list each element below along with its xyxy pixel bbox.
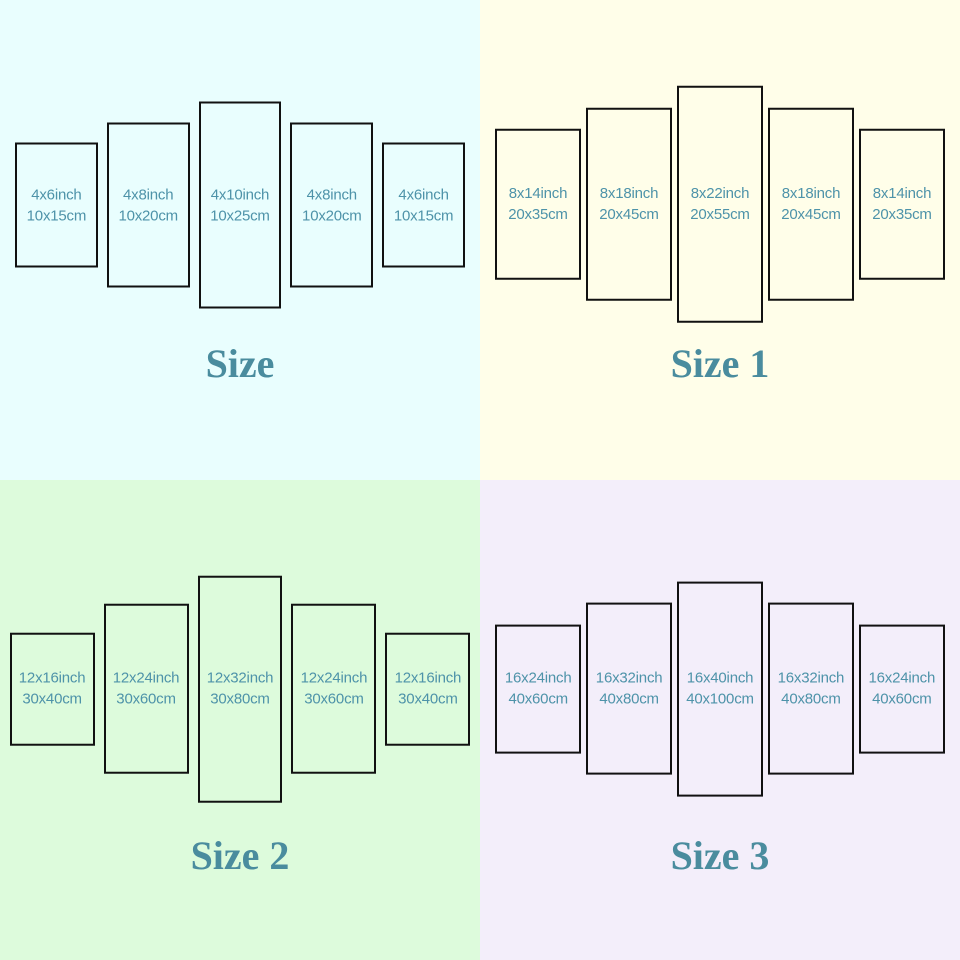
panel-size-label: 4x8inch 10x20cm [118, 184, 178, 226]
size-chart-title: Size 2 [190, 833, 290, 878]
panel-size-inch-label: 12x16inch [394, 669, 462, 687]
panel-size-inch-label: 16x40inch [686, 669, 754, 687]
panel-size-cm-label: 20x45cm [781, 206, 841, 223]
panel-size-label: 12x24inch 30x60cm [301, 668, 368, 710]
panel-size-cm-label: 10x25cm [210, 207, 270, 224]
canvas-panel: 12x24inch 30x60cm [103, 604, 189, 774]
panel-size-label: 12x16inch 30x40cm [19, 668, 86, 710]
size-chart-title: Size [205, 341, 275, 386]
panel-size-cm-label: 30x40cm [398, 690, 458, 708]
panel-size-inch-label: 8x14inch [872, 185, 932, 202]
canvas-panel: 8x14inch 20x35cm [495, 128, 581, 280]
canvas-panel: 16x24inch 40x60cm [858, 624, 945, 754]
panel-size-label: 4x6inch 10x15cm [26, 184, 87, 226]
panel-size-inch-label: 4x6inch [31, 186, 82, 203]
canvas-panel: 12x16inch 30x40cm [9, 632, 95, 746]
size-chart-title: Size 1 [670, 341, 770, 386]
size-chart-title: Size 3 [670, 833, 770, 878]
panel-size-cm-label: 40x60cm [872, 690, 932, 708]
panel-size-cm-label: 30x80cm [210, 690, 270, 708]
panel-size-inch-label: 16x32inch [777, 669, 845, 687]
panel-size-inch-label: 16x24inch [504, 669, 572, 687]
panel-size-cm-label: 40x80cm [781, 690, 841, 708]
panel-size-cm-label: 10x20cm [118, 207, 178, 224]
canvas-panel: 8x14inch 20x35cm [859, 128, 945, 280]
panel-size-label: 12x24inch 30x60cm [113, 668, 180, 710]
panel-size-cm-label: 40x100cm [686, 690, 754, 708]
panel-size-cm-label: 20x35cm [872, 206, 932, 223]
panel-size-label: 12x16inch 30x40cm [395, 668, 462, 710]
panel-size-label: 16x32inch 40x80cm [596, 668, 663, 710]
quadrant-size-2: 12x16inch 30x40cm 12x24inch 30x60cm 12x32inc… [0, 480, 480, 960]
panel-size-inch-label: 16x24inch [868, 669, 936, 687]
panel-size-inch-label: 12x24inch [300, 669, 368, 687]
panel-size-inch-label: 16x32inch [595, 669, 663, 687]
panel-size-inch-label: 4x10inch [210, 186, 270, 203]
panel-size-cm-label: 30x60cm [304, 690, 364, 708]
canvas-panel: 16x32inch 40x80cm [767, 603, 854, 775]
panel-size-inch-label: 12x16inch [18, 669, 86, 687]
canvas-panel: 4x8inch 10x20cm [290, 122, 374, 288]
canvas-panel: 4x10inch 10x25cm [198, 101, 282, 309]
canvas-panel: 12x16inch 30x40cm [385, 632, 471, 746]
panel-size-inch-label: 8x22inch [690, 185, 750, 202]
panel-size-cm-label: 40x60cm [508, 690, 568, 708]
panel-size-cm-label: 10x20cm [302, 207, 362, 224]
quadrant-size: 4x6inch 10x15cm 4x8inch 10x20cm 4x10inch 10x2… [0, 0, 480, 480]
panel-size-inch-label: 8x18inch [599, 185, 659, 202]
panel-size-cm-label: 20x35cm [508, 206, 568, 223]
panel-size-cm-label: 20x45cm [599, 206, 659, 223]
panel-size-inch-label: 4x8inch [306, 186, 358, 203]
canvas-panel: 8x18inch 20x45cm [586, 107, 672, 301]
quadrant-size-1: 8x14inch 20x35cm 8x18inch 20x45cm 8x22inch 20… [480, 0, 960, 480]
panel-row: 8x14inch 20x35cm 8x18inch 20x45cm 8x22inch 20… [480, 85, 960, 323]
panel-size-label: 8x14inch 20x35cm [872, 183, 932, 225]
panel-row: 12x16inch 30x40cm 12x24inch 30x60cm 12x32inc… [0, 575, 480, 803]
panel-size-inch-label: 8x14inch [508, 185, 568, 202]
panel-size-label: 16x24inch 40x60cm [505, 668, 572, 710]
panel-size-cm-label: 20x55cm [690, 206, 750, 223]
panel-row: 16x24inch 40x60cm 16x32inch 40x80cm 16x40inc… [480, 581, 960, 797]
canvas-panel: 4x6inch 10x15cm [15, 142, 98, 268]
panel-size-label: 4x8inch 10x20cm [302, 184, 362, 226]
panel-size-label: 8x18inch 20x45cm [781, 183, 841, 225]
panel-size-inch-label: 8x18inch [781, 185, 841, 202]
panel-size-label: 8x14inch 20x35cm [508, 183, 568, 225]
panel-size-label: 16x32inch 40x80cm [778, 668, 845, 710]
canvas-panel: 8x18inch 20x45cm [768, 107, 854, 301]
panel-size-label: 8x22inch 20x55cm [690, 183, 750, 225]
canvas-panel: 16x40inch 40x100cm [677, 581, 763, 797]
panel-size-label: 8x18inch 20x45cm [599, 183, 659, 225]
canvas-panel: 8x22inch 20x55cm [677, 85, 763, 323]
canvas-panel: 4x8inch 10x20cm [106, 122, 190, 288]
panel-size-cm-label: 10x15cm [393, 207, 454, 224]
panel-size-inch-label: 12x24inch [112, 669, 180, 687]
quadrant-size-3: 16x24inch 40x60cm 16x32inch 40x80cm 16x40inc… [480, 480, 960, 960]
panel-row: 4x6inch 10x15cm 4x8inch 10x20cm 4x10inch 10x2… [0, 101, 480, 309]
panel-size-inch-label: 12x32inch [206, 669, 274, 687]
panel-size-cm-label: 40x80cm [599, 690, 659, 708]
canvas-panel: 4x6inch 10x15cm [382, 142, 465, 268]
panel-size-cm-label: 10x15cm [26, 207, 87, 224]
panel-size-label: 12x32inch 30x80cm [207, 668, 274, 710]
panel-size-cm-label: 30x40cm [22, 690, 82, 708]
canvas-panel: 12x24inch 30x60cm [291, 604, 377, 774]
panel-size-cm-label: 30x60cm [116, 690, 176, 708]
canvas-panel: 12x32inch 30x80cm [197, 575, 283, 803]
panel-size-inch-label: 4x6inch [398, 186, 449, 203]
panel-size-label: 4x10inch 10x25cm [210, 184, 270, 226]
canvas-panel: 16x32inch 40x80cm [586, 603, 673, 775]
canvas-panel: 16x24inch 40x60cm [495, 624, 582, 754]
panel-size-inch-label: 4x8inch [123, 186, 174, 203]
panel-size-label: 16x40inch 40x100cm [686, 668, 754, 710]
panel-size-label: 4x6inch 10x15cm [393, 184, 454, 226]
panel-size-label: 16x24inch 40x60cm [869, 668, 936, 710]
